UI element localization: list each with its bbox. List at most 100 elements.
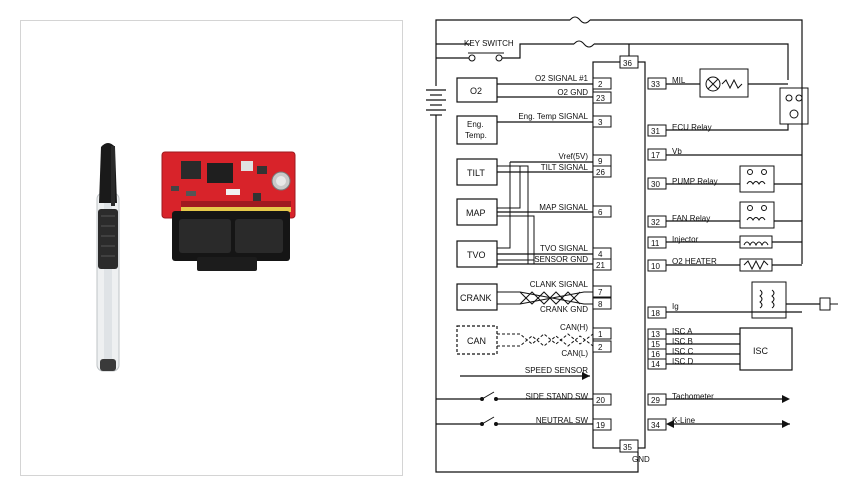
tachometer-arrow-icon [782,395,790,403]
signal-label-right-12: ISC D [672,357,694,366]
pin-number-left-9: 7 [598,288,603,297]
pin-number-35: 35 [623,443,632,452]
signal-label-left-2: O2 GND [557,88,588,97]
pin-number-left-10: 8 [598,300,603,309]
k-line-arrow-left-icon [666,420,674,428]
module-label-map: MAP [466,208,486,218]
signal-label-left-13: SPEED SENSOR [525,366,588,375]
neutral-switch-icon [481,416,495,425]
pin-number-left-11: 1 [598,330,603,339]
signal-label-right-2: ECU Relay [672,123,712,132]
signal-label-left-14: SIDE STAND SW [525,392,588,401]
signal-label-left-9: CLANK SIGNAL [530,280,589,289]
pin-number-right-12: 14 [651,360,660,369]
pump-relay-icon [739,165,775,193]
pin-number-right-6: 11 [651,239,660,248]
signal-label-left-12: CAN(L) [561,349,588,358]
signal-label-right-10: ISC B [672,337,693,346]
pin-number-right-8: 18 [651,309,660,318]
pin-number-left-1: 2 [598,80,603,89]
product-photo [20,20,403,476]
pin-number-left-14: 20 [596,396,605,405]
signal-label-right-14: K-Line [672,416,696,425]
module-label-eng-2: Temp. [465,131,487,140]
pin-number-right-4: 30 [651,180,660,189]
pin-number-left-5: 26 [596,168,605,177]
module-label-o2: O2 [470,86,482,96]
pin-number-left-15: 19 [596,421,605,430]
pin-number-right-7: 10 [651,262,660,271]
module-label-can: CAN [467,336,486,346]
signal-label-left-7: TVO SIGNAL [540,244,589,253]
pin-number-left-8: 21 [596,261,605,270]
spark-plug-icon [819,297,838,311]
pin-number-right-9: 13 [651,330,660,339]
signal-label-left-3: Eng. Temp SIGNAL [518,112,588,121]
pin-number-left-7: 4 [598,250,603,259]
signal-label-right-1: MIL [672,76,686,85]
signal-label-left-4: Vref(5V) [559,152,589,161]
pin-number-right-11: 16 [651,350,660,359]
module-box-can [456,325,498,355]
key-switch-label: KEY SWITCH [464,39,514,48]
signal-label-right-7: O2 HEATER [672,257,717,266]
pin-number-right-3: 17 [651,151,660,160]
module-box-o2 [456,77,498,103]
photo-scene [96,143,296,372]
o2-heater-icon [739,258,773,272]
signal-label-right-3: Vb [672,147,682,156]
module-label-tvo: TVO [467,250,486,260]
signal-label-left-6: MAP SIGNAL [539,203,588,212]
fuse-icon-2 [573,40,595,48]
signal-label-left-11: CAN(H) [560,323,588,332]
ballpoint-pen-icon [96,143,120,372]
pin-number-left-2: 23 [596,94,605,103]
pin-number-left-12: 2 [598,343,603,352]
signal-label-right-6: Injector [672,235,699,244]
module-box-eng-temp [456,115,498,145]
ignition-coil-icon [751,281,787,319]
pin-number-right-2: 31 [651,127,660,136]
pin-number-right-13: 29 [651,396,660,405]
signal-label-left-15: NEUTRAL SW [536,416,589,425]
module-label-eng-1: Eng. [467,120,483,129]
pin-box-35 [619,439,639,453]
battery-icon [426,89,446,116]
module-box-crank [456,283,498,311]
pin-number-right-10: 15 [651,340,660,349]
pin-number-right-14: 34 [651,421,660,430]
module-box-tvo [456,240,498,268]
k-line-arrow-right-icon [782,420,790,428]
module-label-tilt: TILT [467,168,485,178]
injector-icon [739,235,773,249]
signal-label-right-8: Ig [672,302,679,311]
pin-number-right-5: 32 [651,218,660,227]
isc-box [739,327,793,371]
pin-number-36: 36 [623,59,632,68]
module-label-crank: CRANK [460,293,492,303]
signal-label-right-5: FAN Relay [672,214,710,223]
ecu-wiring-diagram: 36 35 GND KEY SWITCH O2 Eng. Temp. TILT … [426,16,838,473]
gnd-label: GND [632,455,650,464]
signal-label-left-1: O2 SIGNAL #1 [535,74,589,83]
fan-relay-icon [739,201,775,229]
pin-number-left-6: 6 [598,208,603,217]
red-ecu-circuit-board-icon [161,151,296,271]
isc-box-label: ISC [753,346,769,356]
fuse-icon [569,16,591,24]
signal-label-left-8: SENSOR GND [534,255,588,264]
signal-label-left-5: TILT SIGNAL [541,163,589,172]
module-box-map [456,198,498,226]
left-pin-column: 2 23 3 9 26 6 4 21 7 8 1 2 20 19 [592,77,612,431]
right-pin-column: 33 31 17 30 32 11 10 18 13 15 16 14 29 3… [647,77,667,431]
ecu-relay-icon [779,87,809,125]
pin-number-left-3: 3 [598,118,603,127]
signal-label-right-11: ISC C [672,347,694,356]
pin-number-left-4: 9 [598,157,603,166]
signal-label-right-13: Tachometer [672,392,714,401]
signal-label-left-10: CRANK GND [540,305,588,314]
signal-label-right-4: PUMP Relay [672,177,718,186]
side-stand-switch-icon [481,391,495,400]
signal-label-right-9: ISC A [672,327,693,336]
pin-number-right-1: 33 [651,80,660,89]
